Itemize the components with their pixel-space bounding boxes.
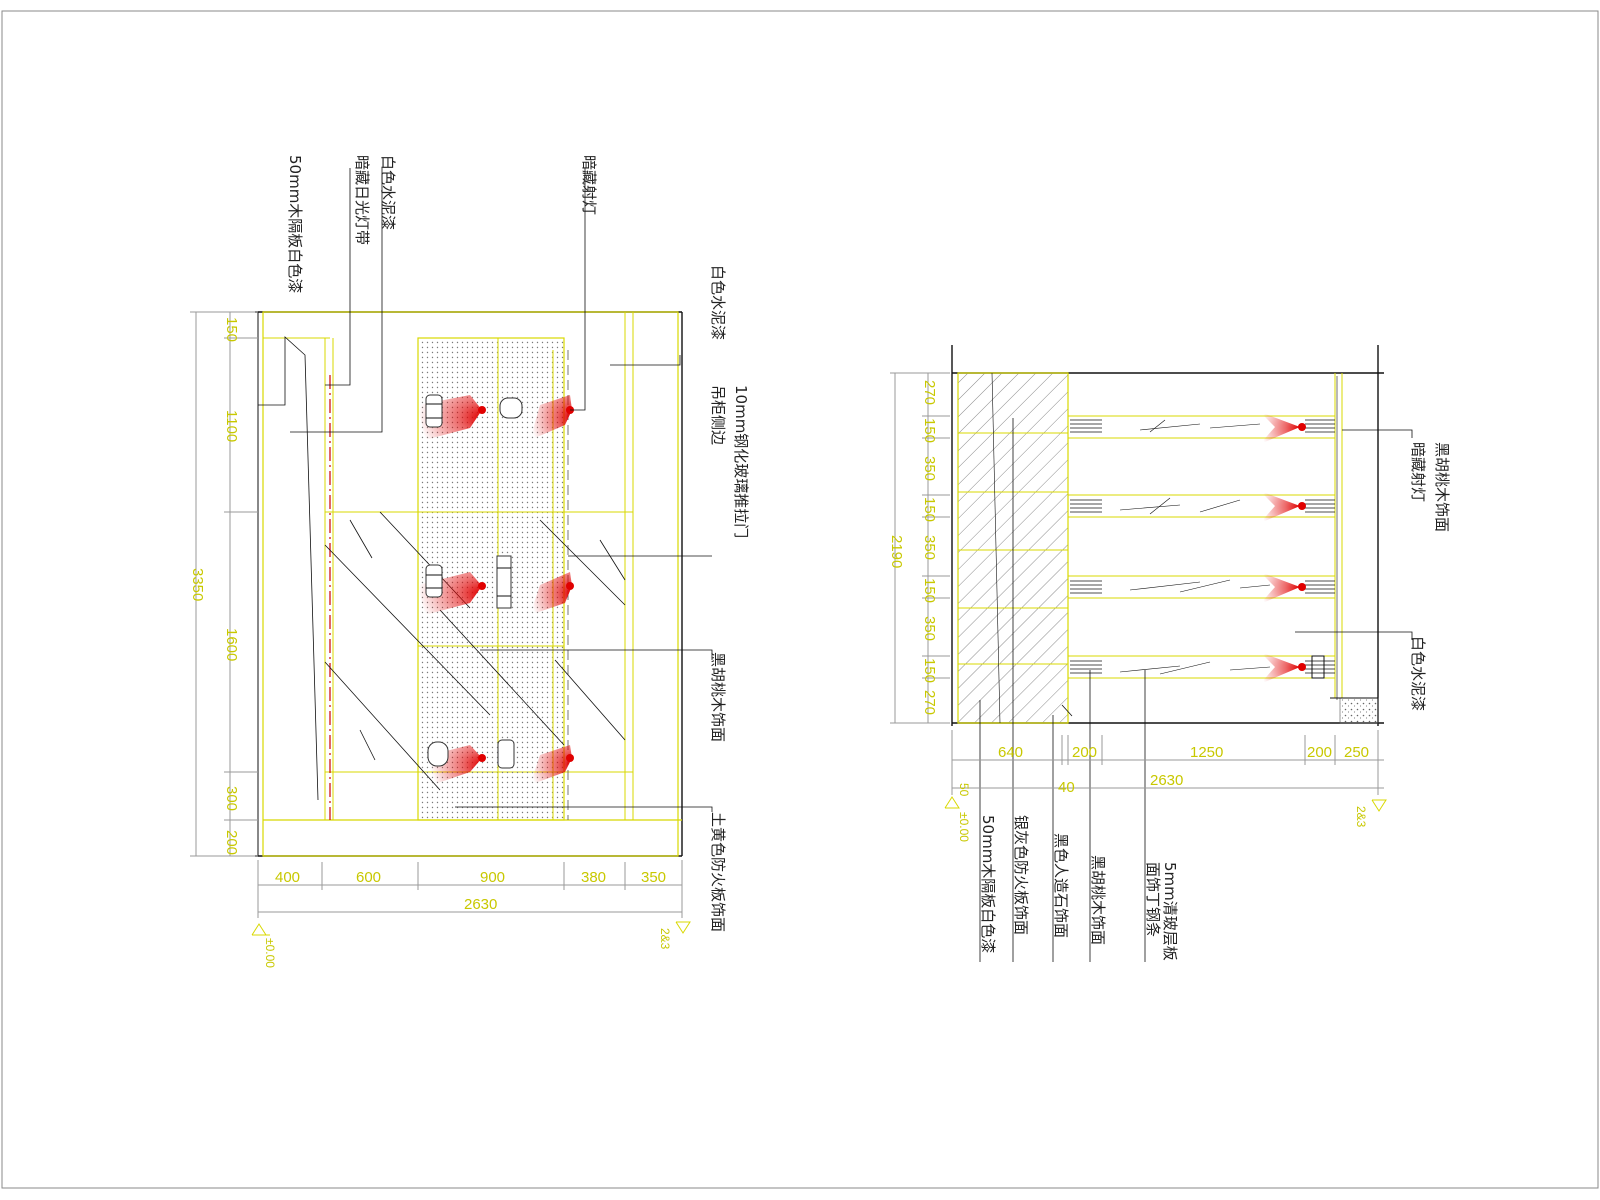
rmark-ref: 2&3	[1354, 806, 1368, 828]
left-elevation-text: 50mm木隔板白色漆 暗藏日光灯带 白色水泥漆 暗藏射灯 白色水泥漆 吊柜侧边 …	[189, 155, 750, 968]
label-l2: 暗藏日光灯带	[353, 155, 371, 245]
rdim-h-40: 40	[1058, 779, 1075, 796]
dim-h-600: 600	[356, 869, 381, 886]
label-b5: 5mm清玻层板	[1161, 862, 1179, 961]
level-mark-left: ±0.00	[263, 938, 277, 968]
dim-h-900: 900	[480, 869, 505, 886]
label-l5: 白色水泥漆	[709, 265, 727, 340]
rdim-v-5: 150	[921, 578, 938, 603]
ref-mark-left: 2&3	[658, 928, 672, 950]
dim-v-150: 150	[223, 317, 240, 342]
rdim-h-640: 640	[998, 744, 1023, 761]
rmark-side: 50	[957, 783, 971, 797]
right-section	[890, 345, 1413, 962]
label-l4: 暗藏射灯	[580, 155, 598, 215]
dim-v-total: 3350	[189, 568, 206, 601]
left-elevation	[190, 168, 713, 936]
rdim-h-250: 250	[1344, 744, 1369, 761]
dim-v-200: 200	[223, 830, 240, 855]
rdim-v-4: 350	[921, 535, 938, 560]
dim-h-400: 400	[275, 869, 300, 886]
label-r3: 白色水泥漆	[1409, 636, 1427, 711]
rdim-h-200b: 200	[1307, 744, 1332, 761]
rdim-h-total: 2630	[1150, 772, 1183, 789]
label-b2: 银灰色防火板饰面	[1012, 815, 1030, 935]
right-section-text: 黑胡桃木饰面 暗藏射灯 白色水泥漆 50mm木隔板白色漆 银灰色防火板饰面 黑色…	[888, 380, 1451, 961]
label-b1: 50mm木隔板白色漆	[979, 815, 997, 953]
label-b4: 黑胡桃木饰面	[1089, 855, 1107, 945]
label-r2: 暗藏射灯	[1409, 442, 1427, 502]
label-l1: 50mm木隔板白色漆	[286, 155, 304, 293]
label-l7: 10mm钢化玻璃推拉门	[732, 385, 750, 538]
dim-v-300: 300	[223, 786, 240, 811]
dim-h-350: 350	[641, 869, 666, 886]
sheet-border	[1, 10, 1599, 1189]
rmark-level: ±0.00	[957, 812, 971, 842]
rdim-v-2: 350	[921, 456, 938, 481]
rdim-h-1250: 1250	[1190, 744, 1223, 761]
rdim-h-200a: 200	[1072, 744, 1097, 761]
rdim-v-7: 150	[921, 658, 938, 683]
label-r1: 黑胡桃木饰面	[1433, 442, 1451, 532]
rdim-v-3: 150	[921, 497, 938, 522]
glass-shelves	[1067, 412, 1336, 684]
label-l9: 土黄色防火板饰面	[709, 812, 727, 932]
label-b6: 面饰丁钢条	[1144, 862, 1162, 937]
rdim-v-total: 2190	[888, 535, 905, 568]
rdim-v-8: 270	[921, 690, 938, 715]
dim-v-1600: 1600	[223, 628, 240, 661]
label-b3: 黑色人造石饰面	[1052, 833, 1070, 938]
rdim-v-0: 270	[921, 380, 938, 405]
rdim-v-1: 150	[921, 418, 938, 443]
rdim-v-6: 350	[921, 616, 938, 641]
label-l6: 吊柜侧边	[709, 385, 727, 445]
label-l8: 黑胡桃木饰面	[709, 652, 727, 742]
dim-v-1100: 1100	[223, 410, 240, 442]
label-l3: 白色水泥漆	[379, 155, 397, 230]
dim-h-total: 2630	[464, 896, 497, 913]
dim-h-380: 380	[581, 869, 606, 886]
